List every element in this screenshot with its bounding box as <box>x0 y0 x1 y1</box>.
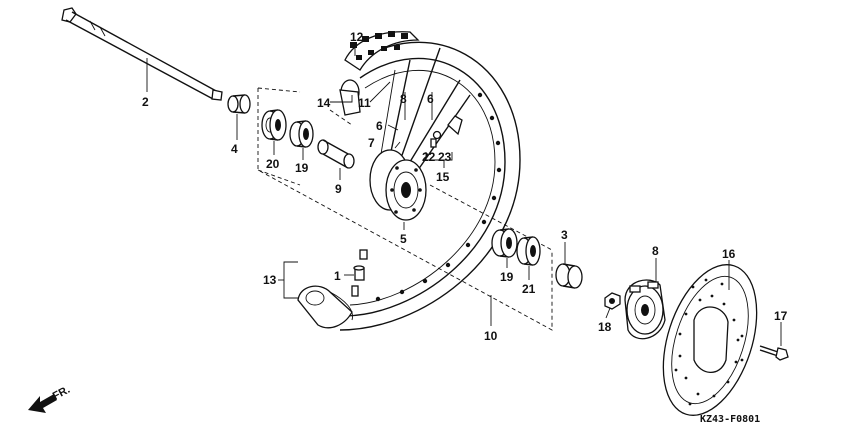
dust-seal-21 <box>516 236 541 266</box>
rim-lock-parts <box>430 115 463 148</box>
label-12: 12 <box>350 30 364 44</box>
label-17: 17 <box>774 309 788 323</box>
drawing-code: KZ43-F0801 <box>700 414 760 425</box>
bearing-19-left <box>289 120 314 148</box>
label-1: 1 <box>334 269 341 283</box>
label-18: 18 <box>598 320 612 334</box>
label-8-mid: 7 <box>368 136 375 150</box>
label-9: 9 <box>335 182 342 196</box>
label-10: 10 <box>484 329 498 343</box>
tire-tube-section <box>297 285 353 329</box>
label-22: 22 <box>422 150 436 164</box>
label-5: 5 <box>400 232 407 246</box>
front-axle <box>61 7 223 101</box>
front-arrow-icon <box>28 394 57 413</box>
spoke-nipples <box>375 92 502 302</box>
label-19-left: 19 <box>295 161 309 175</box>
axle-collar-left <box>227 94 251 114</box>
bearing-20 <box>261 109 287 141</box>
wheel-hub <box>369 149 427 221</box>
label-3: 3 <box>561 228 568 242</box>
label-21: 21 <box>522 282 536 296</box>
distance-collar <box>317 139 355 169</box>
label-16: 16 <box>722 247 736 261</box>
direction-label: FR. <box>51 384 72 403</box>
label-20: 20 <box>266 157 280 171</box>
disc-bolt <box>759 345 789 361</box>
speedometer-gear-box <box>624 279 666 340</box>
label-7: 8 <box>652 244 659 258</box>
label-8-top: 8 <box>400 92 407 106</box>
front-direction-indicator: FR. <box>28 384 72 413</box>
label-11: 11 <box>358 96 371 110</box>
label-2: 2 <box>142 95 149 109</box>
nut-18 <box>604 292 621 310</box>
tire-section <box>339 31 420 116</box>
leader-lines <box>146 42 782 346</box>
side-collar-right <box>555 263 583 289</box>
part-number-labels: 2 4 12 14 11 8 6 6 7 20 19 9 5 22 23 15 … <box>142 30 788 343</box>
valve-parts <box>351 249 368 297</box>
label-23: 23 <box>438 150 452 164</box>
brake-disc <box>662 264 758 416</box>
bearing-19-right <box>491 228 518 258</box>
label-19-right: 19 <box>500 270 514 284</box>
label-13: 13 <box>263 273 277 287</box>
label-15: 15 <box>436 170 450 184</box>
label-14: 14 <box>317 96 331 110</box>
wheel-rim <box>339 41 521 331</box>
spokes <box>379 47 471 196</box>
label-6-top: 6 <box>427 92 434 106</box>
label-4: 4 <box>231 142 238 156</box>
label-6-mid: 6 <box>376 119 383 133</box>
